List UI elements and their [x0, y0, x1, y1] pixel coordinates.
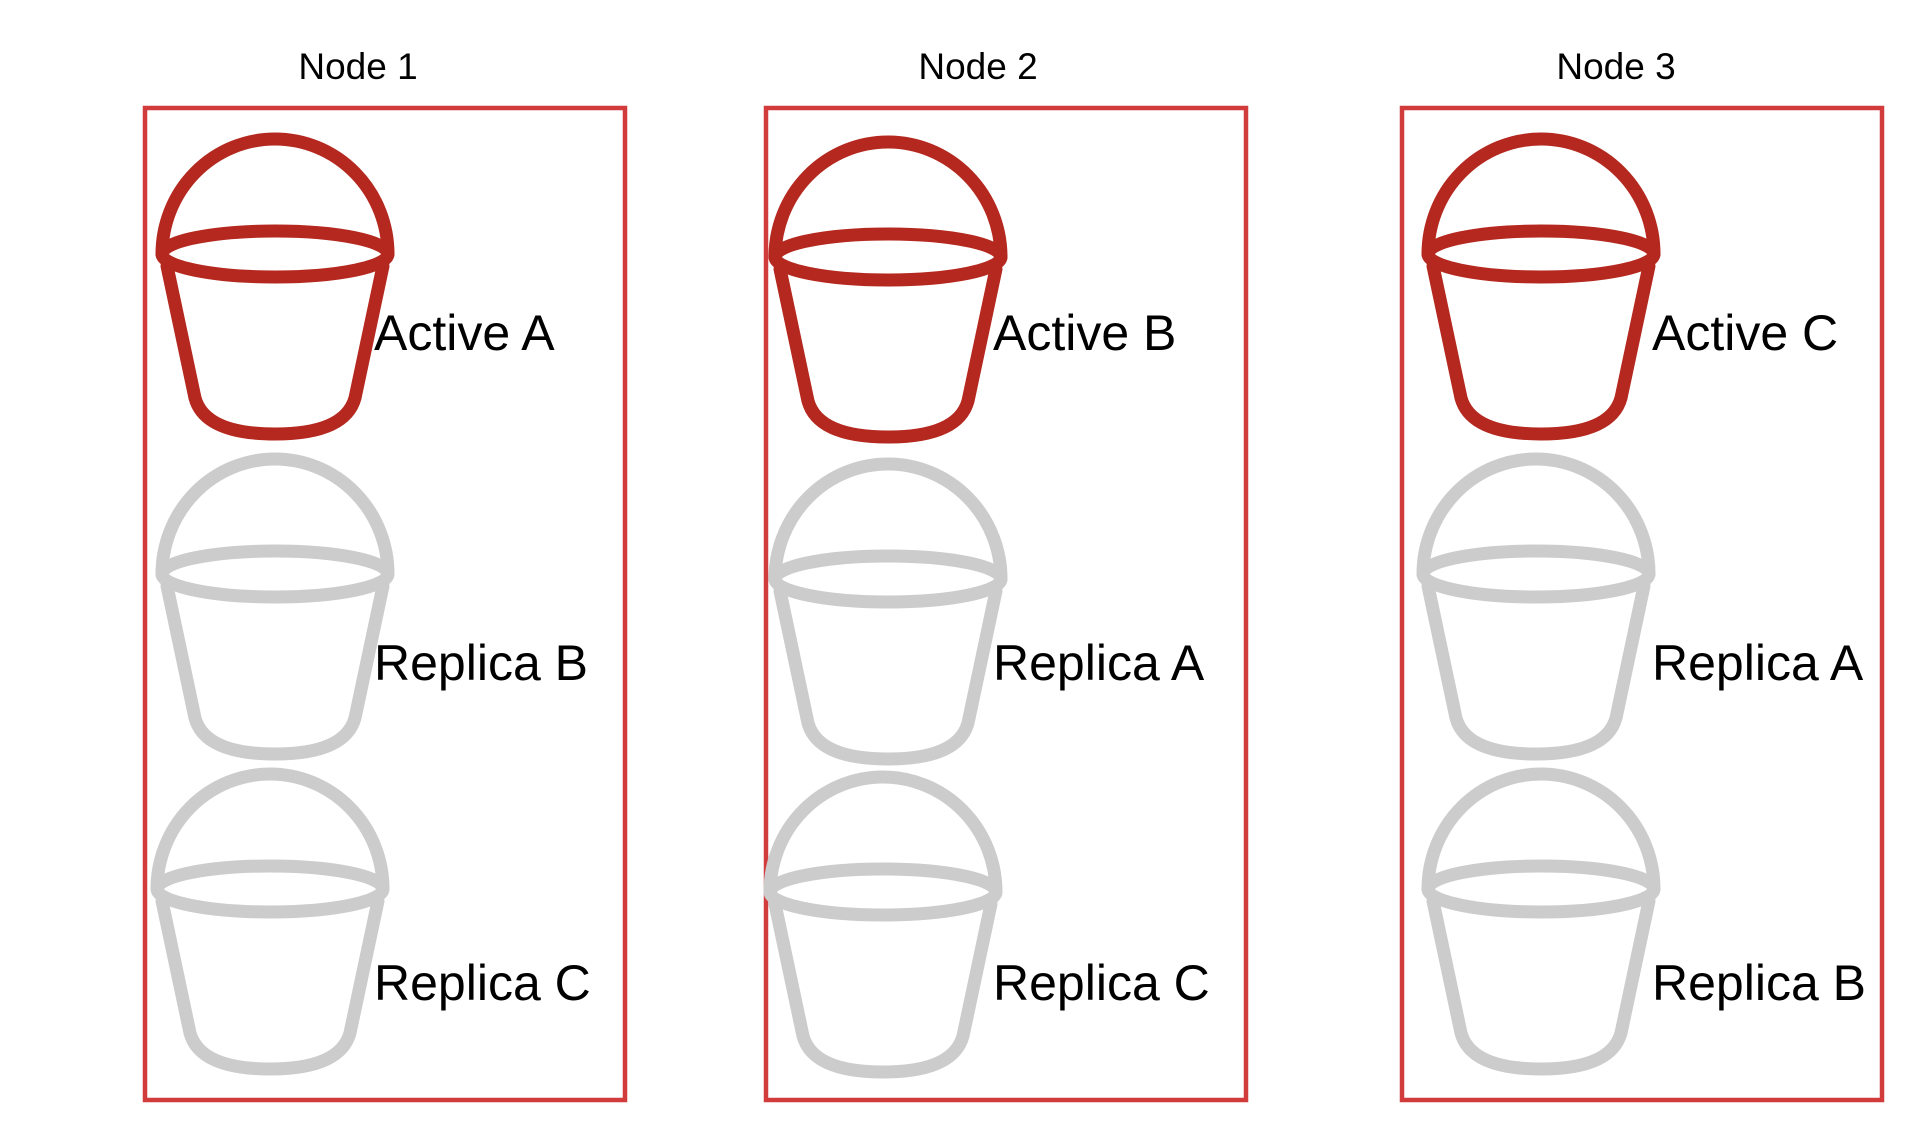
node-1: Node 1 — [142, 46, 628, 1103]
node-title: Node 1 — [298, 46, 417, 87]
bucket-icon — [763, 770, 1003, 1079]
node-3: Node 3 — [1399, 46, 1885, 1103]
bucket-replica-b: Replica B — [1421, 767, 1866, 1076]
bucket-icon — [768, 457, 1008, 766]
bucket-replica-c: Replica C — [150, 767, 591, 1076]
bucket-label: Active C — [1652, 305, 1838, 361]
bucket-icon — [1416, 452, 1656, 761]
bucket-replica-a: Replica A — [768, 457, 1205, 766]
bucket-icon — [768, 135, 1008, 444]
node-title: Node 3 — [1556, 46, 1675, 87]
bucket-label: Replica B — [1652, 955, 1866, 1011]
bucket-replica-a: Replica A — [1416, 452, 1864, 761]
bucket-icon — [155, 452, 395, 761]
bucket-active-a: Active A — [155, 132, 555, 441]
bucket-active-b: Active B — [768, 135, 1176, 444]
bucket-replica-b: Replica B — [155, 452, 588, 761]
node-2: Node 2 — [763, 46, 1249, 1103]
node-title: Node 2 — [918, 46, 1037, 87]
bucket-label: Replica A — [993, 635, 1205, 691]
bucket-icon — [155, 132, 395, 441]
bucket-label: Replica A — [1652, 635, 1864, 691]
bucket-icon — [1421, 767, 1661, 1076]
bucket-label: Replica B — [374, 635, 588, 691]
bucket-label: Replica C — [993, 955, 1210, 1011]
bucket-active-c: Active C — [1421, 132, 1838, 441]
bucket-label: Active B — [993, 305, 1176, 361]
bucket-label: Active A — [374, 305, 555, 361]
bucket-label: Replica C — [374, 955, 591, 1011]
bucket-icon — [1421, 132, 1661, 441]
node-box — [763, 105, 1249, 1103]
bucket-replica-c: Replica C — [763, 770, 1210, 1079]
bucket-icon — [150, 767, 390, 1076]
node-box — [142, 105, 628, 1103]
node-box — [1399, 105, 1885, 1103]
